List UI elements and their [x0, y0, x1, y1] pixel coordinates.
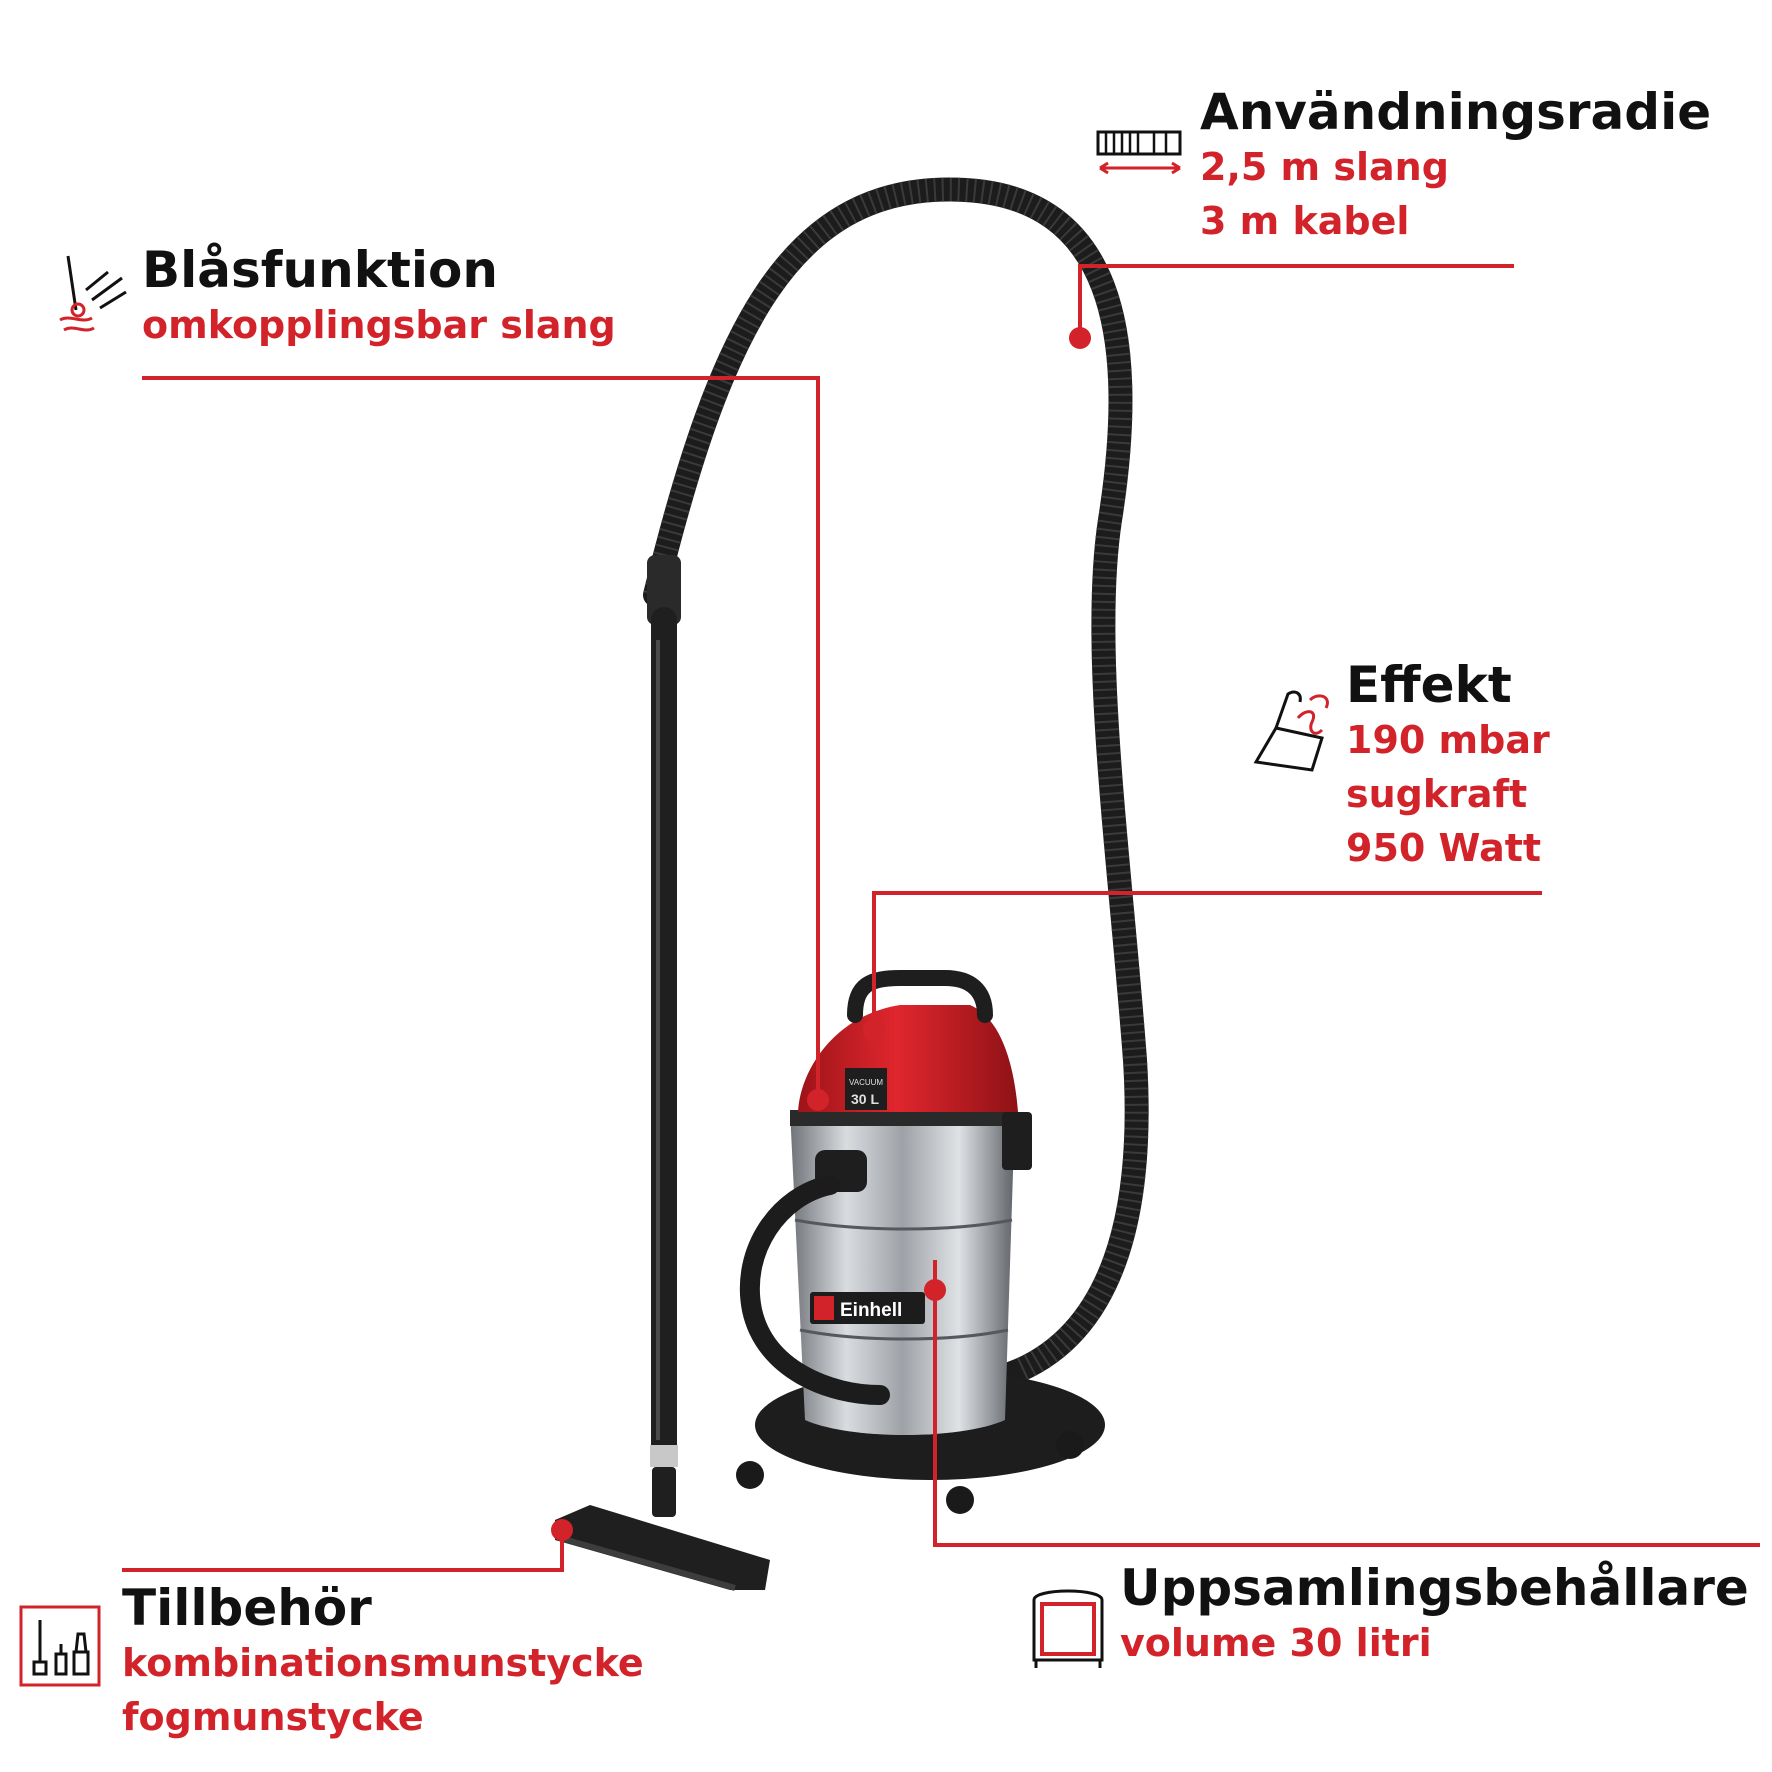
- power-callout: Effekt 190 mbar sugkraft 950 Watt: [1346, 657, 1550, 875]
- radius-title: Användningsradie: [1200, 83, 1712, 141]
- inlet-hose: [739, 1175, 890, 1405]
- accessories-line-1: kombinationsmunstycke: [122, 1641, 644, 1685]
- blow-line-1: omkopplingsbar slang: [142, 303, 616, 347]
- suction-power-icon: [1253, 690, 1329, 772]
- power-line-3: 950 Watt: [1346, 826, 1542, 870]
- accessories-icon: [19, 1605, 101, 1687]
- callout-dots: [551, 327, 1091, 1541]
- brand-plate: [810, 1292, 925, 1324]
- container-icon: [1032, 1589, 1104, 1668]
- accessories-callout: Tillbehör kombinationsmunstycke fogmunst…: [122, 1580, 644, 1744]
- blow-title: Blåsfunktion: [142, 241, 498, 299]
- blow-air-icon: [59, 255, 127, 332]
- power-line-2: sugkraft: [1346, 772, 1528, 816]
- power-title: Effekt: [1346, 656, 1512, 714]
- blow-callout: Blåsfunktion omkopplingsbar slang: [142, 242, 616, 352]
- ruler-icon: [1096, 130, 1182, 175]
- badge-line-2: 30 L: [851, 1091, 879, 1107]
- radius-line-2: 3 m kabel: [1200, 199, 1410, 243]
- badge-line-1: VACUUM: [849, 1078, 883, 1087]
- container-callout: Uppsamlingsbehållare volume 30 litri: [1120, 1560, 1749, 1670]
- power-line-1: 190 mbar: [1346, 718, 1550, 762]
- brand-text: Einhell: [840, 1300, 902, 1321]
- accessories-title: Tillbehör: [122, 1579, 372, 1637]
- callout-lines: [122, 264, 1760, 1572]
- radius-callout: Användningsradie 2,5 m slang 3 m kabel: [1200, 84, 1711, 248]
- floor-nozzle: [555, 1505, 770, 1590]
- lid-handle: [847, 970, 993, 1023]
- radius-line-1: 2,5 m slang: [1200, 145, 1449, 189]
- container-line-1: volume 30 litri: [1120, 1621, 1432, 1665]
- container-title: Uppsamlingsbehållare: [1120, 1559, 1749, 1617]
- accessories-line-2: fogmunstycke: [122, 1695, 424, 1739]
- hose-cuff: [647, 555, 681, 625]
